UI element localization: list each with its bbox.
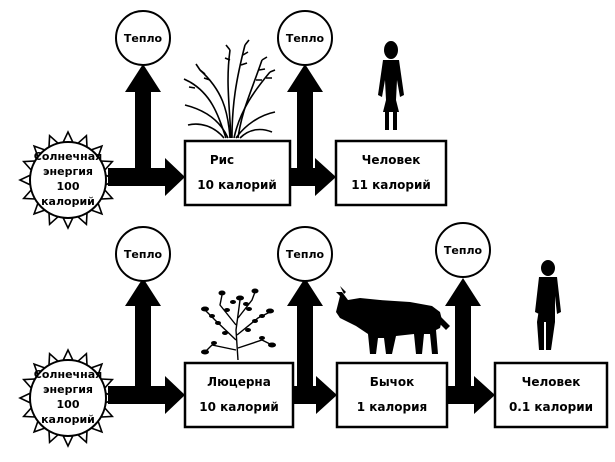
box-rice-value: 10 калорий: [197, 178, 277, 192]
box-human-top: Человек 11 калорий: [334, 139, 448, 207]
sun-ray: [18, 391, 32, 405]
sun-top-line1: Солнечная: [34, 150, 102, 163]
sun-top-line4: калорий: [41, 195, 95, 208]
box-alfalfa-name: Люцерна: [207, 375, 271, 389]
heat-circle-bottom-3: Тепло: [435, 222, 491, 278]
sun-ray: [18, 173, 32, 187]
sun-bottom-line1: Солнечная: [34, 368, 102, 381]
box-human-bottom-name: Человек: [522, 375, 581, 389]
alfalfa-plant-icon: [201, 288, 276, 361]
sun-bottom-line2: энергия: [43, 383, 93, 396]
box-bull-name: Бычок: [370, 375, 415, 389]
heat-circle-top-1: Тепло: [115, 10, 171, 66]
flow-arrow-rice-to-human: [287, 64, 336, 196]
heat-label-top-2: Тепло: [286, 32, 325, 45]
heat-circle-bottom-1: Тепло: [115, 226, 171, 282]
flow-arrow-bull-to-human: [445, 278, 495, 414]
box-human-top-value: 11 калорий: [351, 178, 431, 192]
sun-ray: [61, 216, 75, 230]
heat-label-top-1: Тепло: [124, 32, 163, 45]
box-rice: Рис 10 калорий: [183, 139, 292, 207]
box-alfalfa-value: 10 калорий: [199, 400, 279, 414]
flow-arrow-alfalfa-to-bull: [287, 278, 337, 414]
box-human-bottom-value: 0.1 калории: [509, 400, 593, 414]
box-human-bottom: Человек 0.1 калории: [493, 361, 609, 429]
sun-bottom-line4: калорий: [41, 413, 95, 426]
sun-ray: [61, 348, 75, 362]
sun-top-line3: 100: [57, 180, 80, 193]
heat-label-bottom-2: Тепло: [286, 248, 325, 261]
heat-label-bottom-1: Тепло: [124, 248, 163, 261]
box-alfalfa: Люцерна 10 калорий: [183, 361, 295, 429]
rice-plant-icon: [183, 39, 276, 139]
sun-bottom: Солнечная энергия 100 калорий: [18, 348, 118, 448]
box-bull-value: 1 калория: [357, 400, 428, 414]
woman-silhouette-icon: [378, 41, 404, 130]
heat-circle-bottom-2: Тепло: [277, 226, 333, 282]
sun-top: Солнечная энергия 100 калорий: [18, 130, 118, 230]
man-silhouette-icon: [535, 260, 561, 350]
sun-top-line2: энергия: [43, 165, 93, 178]
heat-label-bottom-3: Тепло: [444, 244, 483, 257]
sun-bottom-line3: 100: [57, 398, 80, 411]
bull-silhouette-icon: [336, 286, 450, 354]
heat-circle-top-2: Тепло: [277, 10, 333, 66]
box-rice-name: Рис: [210, 153, 234, 167]
box-human-top-name: Человек: [362, 153, 421, 167]
sun-ray: [61, 434, 75, 448]
flow-arrow-sun-to-alfalfa: [108, 278, 185, 414]
box-bull: Бычок 1 калория: [335, 361, 449, 429]
sun-ray: [61, 130, 75, 144]
flow-arrow-sun-to-rice: [108, 64, 185, 196]
